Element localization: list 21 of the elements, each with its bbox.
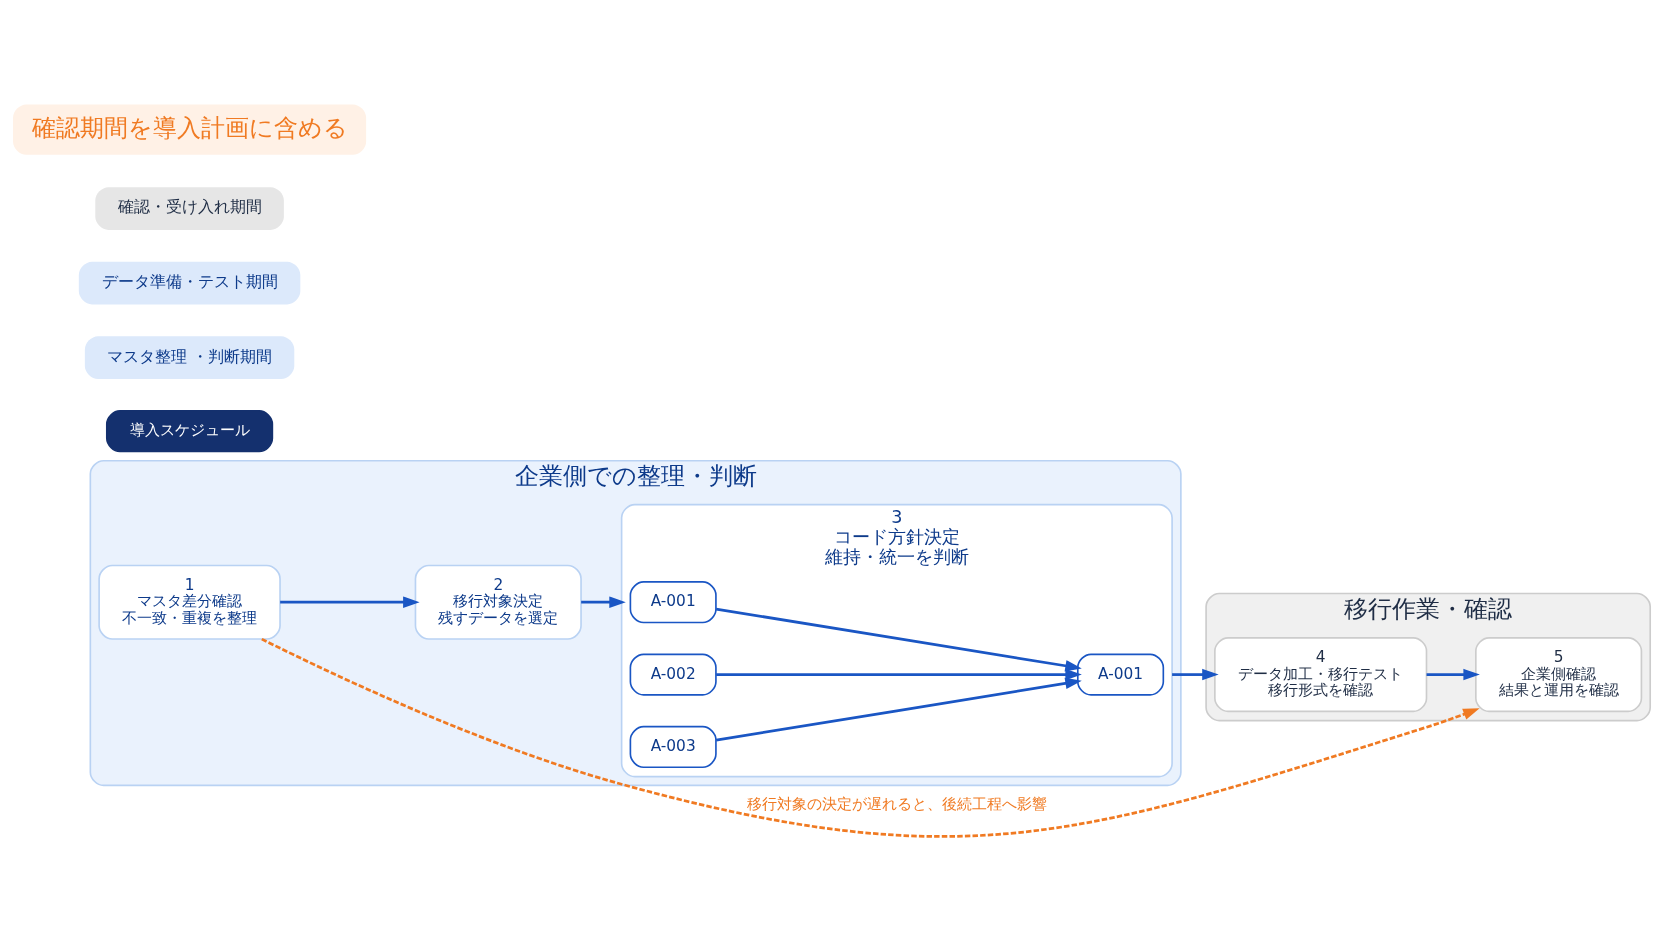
node-box: A-003 — [629, 725, 717, 769]
label: データ準備・テスト期間 — [101, 271, 278, 291]
label: 確認・受け入れ期間 — [117, 197, 262, 217]
node-box: 5 企業側確認 結果と運用を確認 — [1475, 637, 1643, 713]
node-box: A-002 — [629, 653, 717, 696]
arrow — [1172, 668, 1219, 681]
node-box: 1 マスタ差分確認 不一致・重複を整理 — [98, 564, 281, 640]
edge-label: 移行対象の決定が遅れると、後続工程へ影響 — [746, 794, 1047, 813]
arrow — [715, 607, 1082, 672]
label: 確認期間を導入計画に含める — [31, 113, 348, 142]
label: マスタ整理 ・判断期間 — [106, 346, 273, 366]
node-box: 2 移行対象決定 残すデータを選定 — [414, 564, 582, 640]
node-box: A-001 — [629, 581, 717, 624]
node-box: A-001 — [1076, 653, 1165, 696]
node-box: 導入スケジュール — [105, 410, 274, 453]
arrow — [715, 677, 1082, 742]
node-box: 4 データ加工・移行テスト 移行形式を確認 — [1214, 637, 1428, 713]
arrow — [581, 596, 626, 608]
arrow — [1426, 668, 1480, 681]
arrow — [716, 668, 1082, 681]
arrow — [280, 596, 420, 608]
